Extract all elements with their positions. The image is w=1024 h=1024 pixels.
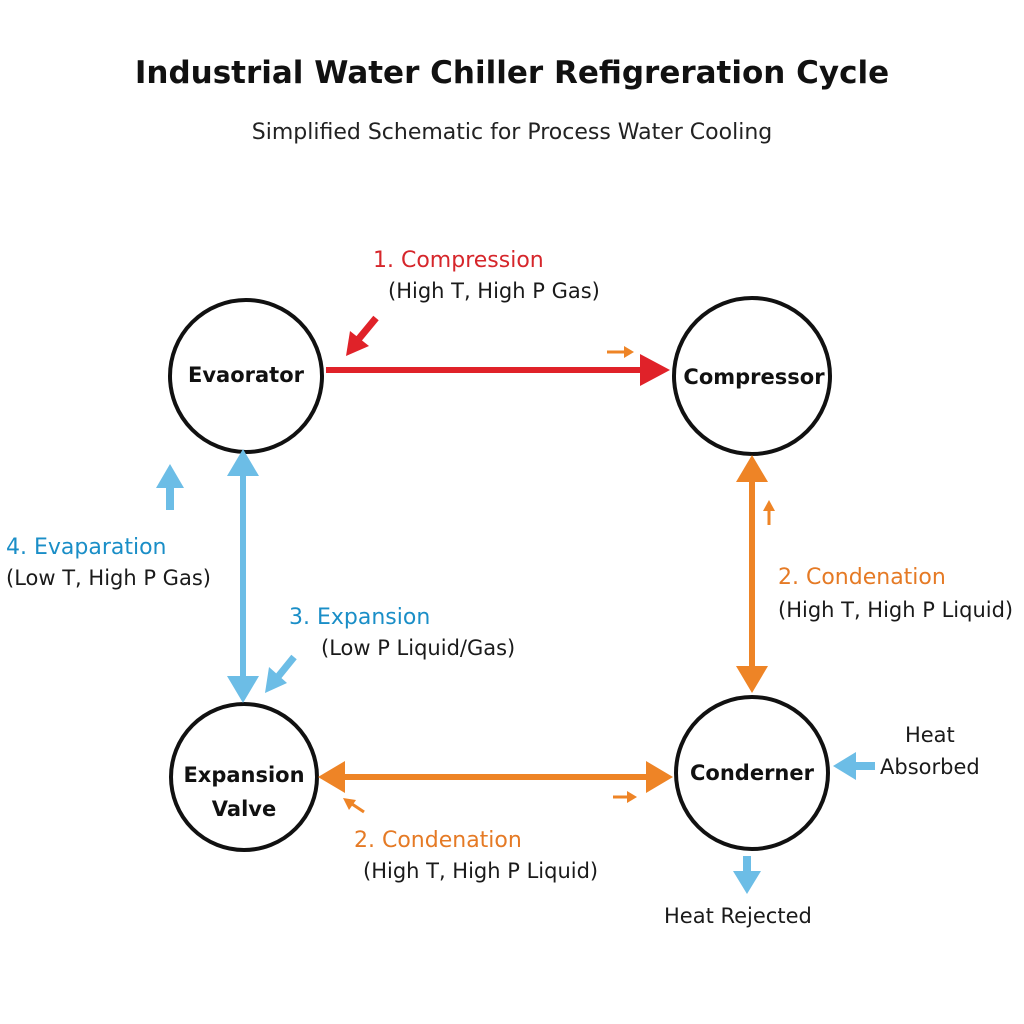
page-title: Industrial Water Chiller Refigreration C… xyxy=(134,55,890,91)
condensation-bottom-arrow xyxy=(318,761,673,793)
condensation-bottom-flow-icon-left xyxy=(343,798,365,814)
condensation-bottom-state: (High T, High P Liquid) xyxy=(363,859,599,883)
expansion-state: (Low P Liquid/Gas) xyxy=(321,636,516,660)
condensation-right-arrow xyxy=(736,455,768,693)
evaporator-label: Evaorator xyxy=(188,363,304,387)
condensation-right-step-title: 2. Condenation xyxy=(778,565,946,590)
condenser-node xyxy=(674,695,830,851)
heat-rejected-label: Heat Rejected xyxy=(664,904,812,928)
expansion-step-title: 3. Expansion xyxy=(289,605,431,630)
condensation-right-step-label: 2. Condenation (High T, High P Liquid) xyxy=(778,565,1013,622)
expansion-valve-node xyxy=(169,702,319,852)
evaporation-step-label: 4. Evaparation (Low T, High P Gas) xyxy=(6,535,211,590)
heat-rejected-arrow xyxy=(733,856,761,894)
condensation-right-state: (High T, High P Liquid) xyxy=(778,598,1014,622)
condensation-bottom-step-title: 2. Condenation xyxy=(354,828,522,853)
compression-arrow xyxy=(326,354,670,386)
condenser-label: Conderner xyxy=(690,761,814,785)
expansion-step-label: 3. Expansion (Low P Liquid/Gas) xyxy=(289,605,515,660)
evaporator-node xyxy=(168,298,324,454)
compressor-inlet-flow-icon xyxy=(607,346,634,358)
compression-pointer-arrow xyxy=(346,315,379,356)
expansion-pointer-arrow xyxy=(265,654,297,693)
compressor-label: Compressor xyxy=(683,365,825,389)
heat-absorbed-line2: Absorbed xyxy=(880,755,980,779)
evaporation-step-title: 4. Evaparation xyxy=(6,535,167,560)
expansion-valve-label: Expansion Valve xyxy=(183,758,304,826)
compression-step-label: 1. Compression (High T, High P Gas) xyxy=(373,248,600,303)
heat-absorbed-arrow xyxy=(833,752,875,780)
compression-step-title: 1. Compression xyxy=(373,248,544,273)
heat-absorbed-label: Heat Absorbed xyxy=(880,719,980,783)
expansion-evaporation-arrow xyxy=(227,449,259,703)
compression-state: (High T, High P Gas) xyxy=(388,279,600,303)
expansion-valve-label-line2: Valve xyxy=(211,797,277,821)
compressor-node xyxy=(672,296,832,456)
condensation-bottom-step-label: 2. Condenation (High T, High P Liquid) xyxy=(354,828,598,883)
heat-absorbed-line1: Heat xyxy=(904,723,955,747)
condensation-bottom-flow-icon-right xyxy=(613,791,637,803)
condensation-right-flow-icon xyxy=(763,500,775,525)
evaporation-up-arrow xyxy=(156,464,184,510)
page-subtitle: Simplified Schematic for Process Water C… xyxy=(251,120,773,145)
evaporation-state: (Low T, High P Gas) xyxy=(6,566,211,590)
expansion-valve-label-line1: Expansion xyxy=(183,763,305,787)
